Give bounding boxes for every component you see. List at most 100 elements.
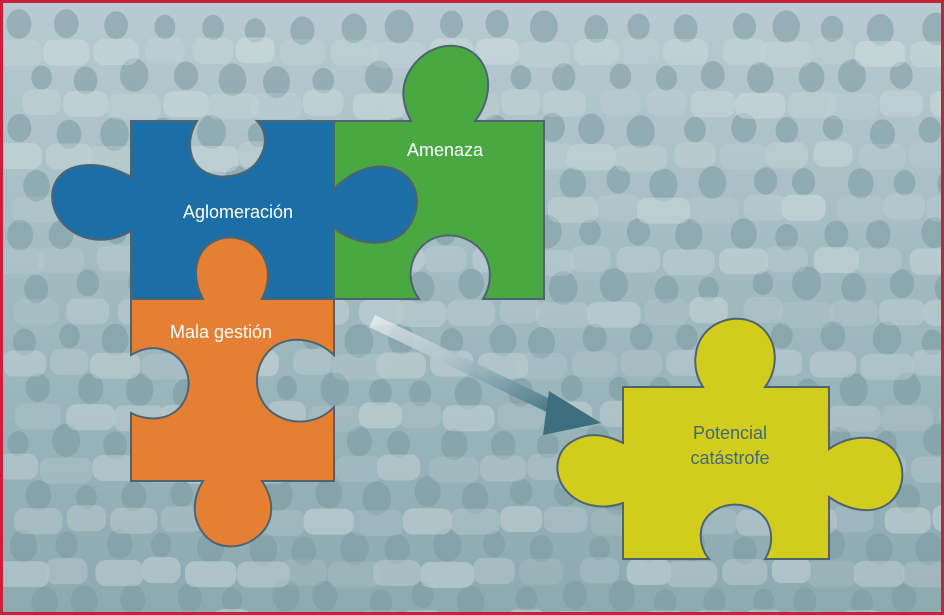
crowd-body xyxy=(880,405,934,432)
crowd-head xyxy=(921,329,941,356)
crowd-body xyxy=(236,561,290,588)
crowd-body xyxy=(331,353,387,380)
crowd-head xyxy=(312,580,338,611)
crowd-body xyxy=(517,41,571,68)
crowd-head xyxy=(772,10,801,43)
crowd-head xyxy=(369,378,392,406)
crowd-body xyxy=(765,246,808,273)
crowd-body xyxy=(614,145,668,172)
crowd-body xyxy=(141,557,181,584)
crowd-head xyxy=(59,323,80,349)
crowd-body xyxy=(811,38,854,65)
crowd-body xyxy=(352,93,406,120)
crowd-body xyxy=(923,299,941,326)
crowd-body xyxy=(884,507,931,534)
crowd-body xyxy=(765,142,809,169)
crowd-head xyxy=(824,220,849,249)
crowd-body xyxy=(376,352,426,379)
crowd-head xyxy=(52,423,81,457)
crowd-body xyxy=(908,142,941,169)
crowd-head xyxy=(440,328,464,355)
crowd-head xyxy=(103,431,128,460)
crowd-head xyxy=(414,476,441,507)
crowd-head xyxy=(384,9,414,44)
crowd-head xyxy=(104,11,129,40)
crowd-head xyxy=(150,532,172,558)
crowd-body xyxy=(377,454,421,481)
crowd-body xyxy=(302,89,344,116)
crowd-body xyxy=(66,505,106,532)
crowd-head xyxy=(31,586,59,612)
crowd-head xyxy=(25,373,51,402)
crowd-body xyxy=(826,405,881,432)
crowd-head xyxy=(344,324,374,359)
crowd-head xyxy=(684,116,706,143)
crowd-head xyxy=(822,115,844,140)
crowd-body xyxy=(250,92,303,119)
crowd-head xyxy=(75,484,97,510)
crowd-head xyxy=(698,276,719,302)
crowd-body xyxy=(3,39,43,66)
crowd-body xyxy=(938,405,941,424)
crowd-body xyxy=(569,245,611,272)
crowd-head xyxy=(55,531,78,558)
crowd-body xyxy=(558,611,592,612)
crowd-head xyxy=(221,587,243,612)
crowd-body xyxy=(910,41,941,68)
crowd-body xyxy=(446,300,496,327)
crowd-head xyxy=(775,223,798,251)
crowd-body xyxy=(648,610,683,612)
crowd-body xyxy=(3,453,39,480)
crowd-body xyxy=(858,143,907,170)
crowd-body xyxy=(636,197,691,224)
crowd-body xyxy=(663,249,715,276)
crowd-body xyxy=(936,609,941,612)
crowd-head xyxy=(889,269,915,299)
crowd-head xyxy=(872,321,902,355)
crowd-head xyxy=(529,10,558,44)
crowd-body xyxy=(519,558,564,585)
crowd-body xyxy=(499,297,540,324)
crowd-head xyxy=(548,271,578,305)
crowd-head xyxy=(101,323,129,356)
crowd-head xyxy=(626,115,655,149)
crowd-head xyxy=(562,580,587,610)
crowd-body xyxy=(163,91,209,118)
crowd-body xyxy=(450,508,501,535)
crowd-body xyxy=(743,194,788,221)
crowd-body xyxy=(547,196,599,223)
crowd-head xyxy=(841,273,867,303)
crowd-head xyxy=(409,380,432,407)
crowd-head xyxy=(244,18,266,43)
crowd-head xyxy=(753,588,775,612)
crowd-head xyxy=(510,64,532,90)
crowd-head xyxy=(730,218,757,250)
crowd-head xyxy=(775,116,799,144)
piece-label-mala-gestion: Mala gestión xyxy=(170,322,272,342)
crowd-head xyxy=(23,170,50,202)
crowd-body xyxy=(600,89,641,116)
crowd-body xyxy=(845,609,879,612)
crowd-head xyxy=(120,584,146,612)
crowd-head xyxy=(173,61,199,90)
crowd-body xyxy=(722,559,768,586)
crowd-body xyxy=(909,248,941,275)
crowd-head xyxy=(752,271,774,296)
crowd-body xyxy=(235,37,275,64)
crowd-head xyxy=(892,372,921,406)
crowd-body xyxy=(930,90,941,117)
crowd-body xyxy=(573,39,619,66)
crowd-head xyxy=(839,373,868,407)
crowd-head xyxy=(119,58,149,92)
crowd-head xyxy=(889,61,913,89)
crowd-head xyxy=(384,534,410,565)
crowd-head xyxy=(170,480,194,508)
crowd-head xyxy=(540,112,565,142)
crowd-body xyxy=(836,196,885,223)
crowd-head xyxy=(12,328,36,356)
connector-arrow xyxy=(369,315,601,435)
crowd-head xyxy=(630,323,653,351)
crowd-body xyxy=(516,352,568,379)
crowd-head xyxy=(792,587,817,612)
crowd-body xyxy=(39,457,93,484)
